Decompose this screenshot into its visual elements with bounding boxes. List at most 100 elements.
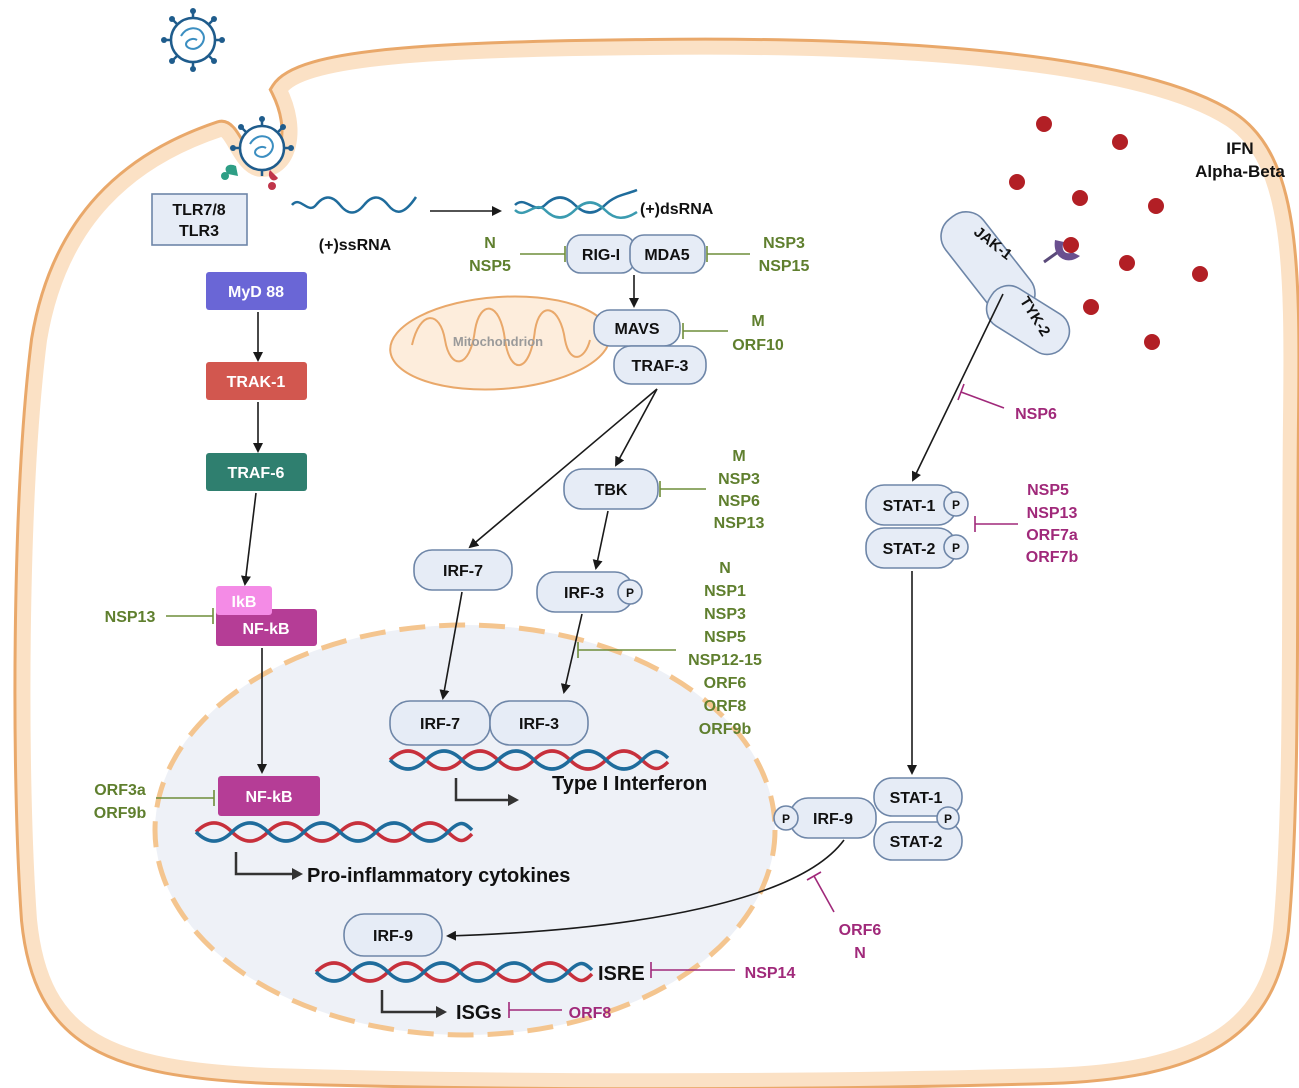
rig1-label: RIG-I: [582, 247, 620, 264]
type1-ifn-label: Type I Interferon: [552, 773, 707, 795]
inh-nfkb-1: ORF3a: [94, 782, 146, 799]
inh-irf3-8: ORF9b: [699, 721, 752, 738]
irf7-cytoplasm-node: [413, 549, 513, 591]
traf6-label: TRAF-6: [228, 465, 285, 482]
mitochondrion-label: Mitochondrion: [453, 334, 543, 349]
ikb-box: [216, 586, 272, 615]
myd88-label: MyD 88: [228, 284, 284, 301]
inh-stat-3: ORF7a: [1026, 527, 1078, 544]
ifn-receptor-icon: [1043, 237, 1080, 264]
inh-tbk-3: NSP6: [718, 493, 760, 510]
inh-irf3-3: NSP3: [704, 606, 746, 623]
inh-tbk-1: M: [732, 448, 745, 465]
traf6-box: [206, 453, 307, 491]
tlr-label-line1: TLR7/8: [172, 202, 225, 219]
inh-irf3-1: N: [719, 560, 731, 577]
inh-mda5-2: NSP15: [759, 258, 810, 275]
ifn-particles: [1009, 116, 1208, 350]
inh-stat-4: ORF7b: [1026, 549, 1079, 566]
mavs-label: MAVS: [614, 321, 659, 338]
ifn-label-line2: Alpha-Beta: [1195, 162, 1285, 181]
inh-irf3-5: NSP12-15: [688, 652, 762, 669]
inhibition-lines: [156, 246, 1018, 1018]
inh-tbk-4: NSP13: [714, 515, 765, 532]
irf3-nucleus-label: IRF-3: [519, 716, 559, 733]
inh-isgs-1: ORF8: [569, 1005, 612, 1022]
phospho-irf9: [773, 805, 799, 831]
irf7-nucleus-label: IRF-7: [420, 716, 460, 733]
stat1-label-a: STAT-1: [883, 498, 936, 515]
phospho-stat2-a-label: P: [952, 541, 960, 555]
phospho-stat-b-label: P: [944, 812, 952, 826]
dsrna-label: (+)dsRNA: [640, 201, 714, 218]
virus-outside-icon: [161, 8, 225, 72]
irf7-cytoplasm-label: IRF-7: [443, 563, 483, 580]
inh-ikb-1: NSP13: [105, 609, 156, 626]
virus-entry-icon: [221, 116, 294, 190]
inh-tbk-2: NSP3: [718, 471, 760, 488]
inhibitor-labels: N NSP5 NSP3 NSP15 M ORF10 M NSP3 NSP6 NS…: [94, 235, 1079, 1022]
phospho-stat2-a: [943, 534, 969, 560]
inh-irf3-4: NSP5: [704, 629, 746, 646]
pro-inflammatory-label: Pro-inflammatory cytokines: [307, 865, 570, 887]
tlr-label-line2: TLR3: [179, 223, 219, 240]
mda5-label: MDA5: [644, 247, 689, 264]
stat1-node-b: [873, 777, 963, 817]
dna-nfkb-icon: [194, 821, 474, 843]
inh-isre-1: NSP14: [745, 965, 796, 982]
inh-irf9-1: ORF6: [839, 922, 882, 939]
tbk-label: TBK: [595, 482, 628, 499]
nfkb-cytoplasm-label: NF-kB: [242, 621, 289, 638]
ssrna-label: (+)ssRNA: [319, 237, 392, 254]
inh-irf9-2: N: [854, 945, 866, 962]
irf9-cytoplasm-label: IRF-9: [813, 811, 853, 828]
phospho-irf3: [617, 579, 643, 605]
inh-irf3-6: ORF6: [704, 675, 747, 692]
phospho-stat1-a-label: P: [952, 498, 960, 512]
phospho-stat-b: [936, 806, 960, 830]
stat2-label-b: STAT-2: [890, 834, 943, 851]
nfkb-cytoplasm-box: [216, 609, 317, 646]
dna-ifn-icon: [388, 749, 670, 771]
phospho-irf3-label: P: [626, 586, 634, 600]
phospho-irf9-label: P: [782, 812, 790, 826]
ikb-label: IkB: [232, 594, 257, 611]
inh-mavs-1: M: [751, 313, 764, 330]
ifn-label-line1: IFN: [1226, 139, 1253, 158]
traf3-label: TRAF-3: [632, 358, 689, 375]
nucleus: [152, 622, 778, 1038]
traf3-node: [613, 345, 707, 385]
inh-irf3-7: ORF8: [704, 698, 747, 715]
stat1-label-b: STAT-1: [890, 790, 943, 807]
inh-rig1-2: NSP5: [469, 258, 511, 275]
inh-jak-1: NSP6: [1015, 406, 1057, 423]
irf9-nucleus-label: IRF-9: [373, 928, 413, 945]
stat2-label-a: STAT-2: [883, 541, 936, 558]
stat2-node-b: [873, 821, 963, 861]
tlr-box: [151, 193, 248, 246]
irf3-nucleus-node: [489, 700, 589, 746]
tlr-receptor-icon: [221, 164, 278, 190]
isgs-label: ISGs: [456, 1002, 502, 1024]
inh-mda5-1: NSP3: [763, 235, 805, 252]
inh-mavs-2: ORF10: [732, 337, 784, 354]
inh-rig1-1: N: [484, 235, 496, 252]
myd88-box: [206, 272, 307, 310]
dsrna-strand: [514, 188, 638, 219]
isre-label: ISRE: [598, 963, 645, 985]
nfkb-nucleus-label: NF-kB: [245, 789, 292, 806]
inh-irf3-2: NSP1: [704, 583, 746, 600]
inh-nfkb-2: ORF9b: [94, 805, 147, 822]
irf3-cytoplasm-label: IRF-3: [564, 585, 604, 602]
dna-isre-icon: [314, 961, 594, 983]
inh-stat-1: NSP5: [1027, 482, 1069, 499]
irf9-nucleus-node: [343, 913, 443, 957]
tbk-node: [563, 468, 659, 510]
nfkb-nucleus-box: [218, 776, 320, 816]
inh-stat-2: NSP13: [1027, 505, 1078, 522]
trak1-box: [206, 362, 307, 400]
trak1-label: TRAK-1: [227, 374, 286, 391]
mda5-node: [629, 234, 706, 274]
ssrna-strand: [291, 196, 418, 214]
